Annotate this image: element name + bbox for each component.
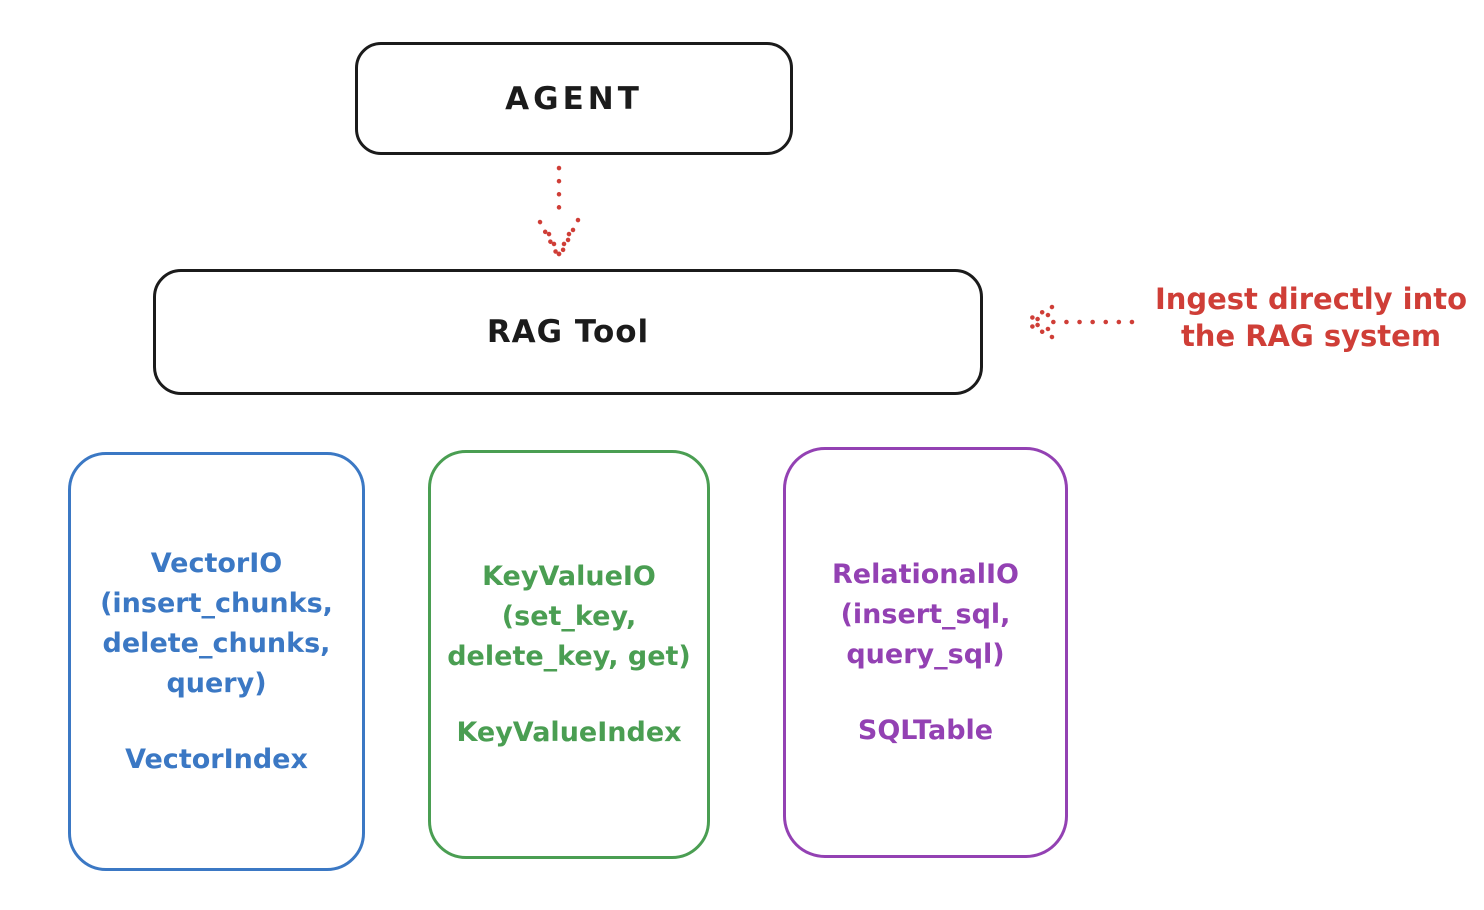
ingest-annotation-line1: Ingest directly into — [1154, 282, 1468, 316]
ingest-annotation-line2: the RAG system — [1180, 319, 1442, 353]
vector-index-label: VectorIndex — [125, 743, 308, 775]
keyvalue-io-methods-line1: (set_key, — [501, 600, 637, 632]
agent-box: AGENT — [355, 42, 793, 155]
vector-io-methods-line3: query) — [166, 667, 267, 699]
vector-io-methods-line2: delete_chunks, — [102, 627, 331, 659]
rag-tool-label: RAG Tool — [486, 314, 650, 350]
relational-io-title: RelationalIO — [832, 558, 1019, 590]
keyvalue-index-label: KeyValueIndex — [456, 716, 682, 748]
keyvalue-io-methods-line2: delete_key, get) — [447, 640, 691, 672]
sql-table-label: SQLTable — [857, 714, 994, 746]
agent-label: AGENT — [505, 80, 643, 117]
relational-io-methods-line1: (insert_sql, — [840, 598, 1011, 630]
vector-io-methods-line1: (insert_chunks, — [100, 587, 333, 619]
rag-tool-box: RAG Tool — [153, 269, 983, 395]
agent-to-rag-arrow-icon — [537, 165, 581, 261]
ingest-arrow-icon — [1021, 304, 1135, 340]
keyvalue-io-box: KeyValueIO (set_key, delete_key, get) Ke… — [428, 450, 710, 859]
relational-io-methods-line2: query_sql) — [846, 638, 1005, 670]
vector-io-box: VectorIO (insert_chunks, delete_chunks, … — [68, 452, 365, 871]
ingest-annotation: Ingest directly into the RAG system — [1138, 281, 1484, 355]
vector-io-title: VectorIO — [150, 547, 283, 579]
relational-io-box: RelationalIO (insert_sql, query_sql) SQL… — [783, 447, 1068, 858]
keyvalue-io-title: KeyValueIO — [482, 560, 656, 592]
